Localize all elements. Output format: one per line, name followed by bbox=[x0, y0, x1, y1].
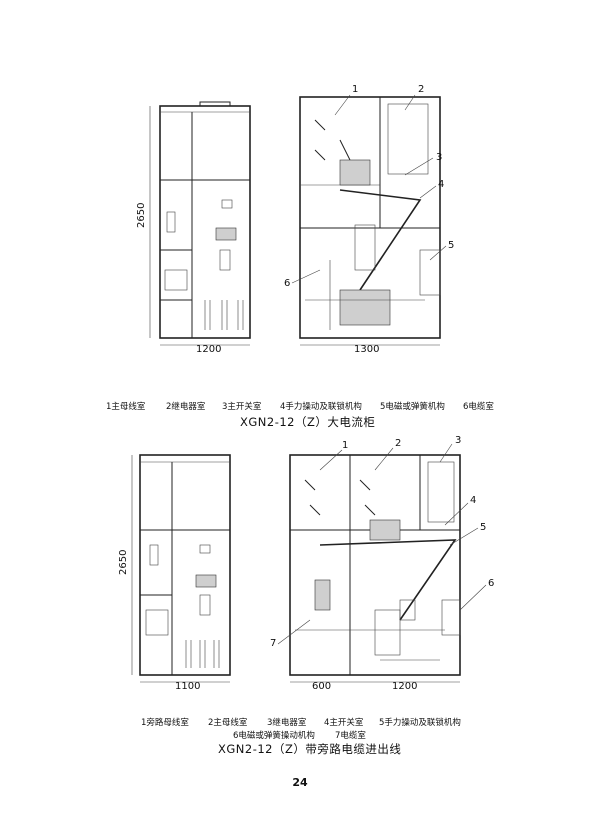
fig2-width-dim: 1100 bbox=[175, 681, 200, 692]
fig2-callouts: 1 2 3 4 5 6 7 bbox=[270, 435, 494, 649]
fig1-legend-2: 2继电器室 bbox=[166, 402, 206, 412]
svg-text:1: 1 bbox=[352, 84, 358, 95]
fig1-depth-dim: 1300 bbox=[354, 344, 379, 355]
svg-text:4: 4 bbox=[470, 495, 476, 506]
fig2-legend-6: 6电磁或弹簧操动机构 bbox=[233, 731, 315, 741]
fig1-legend-3: 3主开关室 bbox=[222, 402, 262, 412]
fig2-side-view bbox=[289, 454, 461, 683]
fig2-legend-5: 5手力操动及联锁机构 bbox=[379, 718, 461, 728]
fig1-legend-6: 6电缆室 bbox=[463, 402, 494, 412]
svg-text:2: 2 bbox=[395, 438, 401, 449]
fig1-legend-1: 1主母线室 bbox=[106, 402, 146, 412]
svg-text:1: 1 bbox=[342, 440, 348, 451]
fig2-title: XGN2-12（Z）带旁路电缆进出线 bbox=[218, 742, 402, 756]
fig1-title: XGN2-12（Z）大电流柜 bbox=[240, 415, 376, 429]
fig2-legend-1: 1旁路母线室 bbox=[141, 718, 189, 728]
fig1-width-dim: 1200 bbox=[196, 344, 221, 355]
page-number: 24 bbox=[292, 776, 308, 789]
fig1-legend-4: 4手力操动及联锁机构 bbox=[280, 402, 362, 412]
fig2-legend-2: 2主母线室 bbox=[208, 718, 248, 728]
fig1-height-dim: 2650 bbox=[136, 203, 147, 228]
svg-text:6: 6 bbox=[284, 278, 290, 289]
fig2-right-dim: 1200 bbox=[392, 681, 417, 692]
fig2-left-dim: 600 bbox=[312, 681, 331, 692]
svg-text:2: 2 bbox=[418, 84, 424, 95]
svg-text:4: 4 bbox=[438, 179, 444, 190]
svg-text:3: 3 bbox=[436, 152, 442, 163]
svg-text:6: 6 bbox=[488, 578, 494, 589]
fig2-legend-4: 4主开关室 bbox=[324, 718, 364, 728]
fig2-front-view bbox=[131, 454, 231, 683]
fig1-callouts: 1 2 3 4 5 6 bbox=[284, 84, 454, 289]
svg-text:7: 7 bbox=[270, 638, 276, 649]
svg-text:3: 3 bbox=[455, 435, 461, 446]
svg-text:5: 5 bbox=[448, 240, 454, 251]
fig1-legend-5: 5电磁或弹簧机构 bbox=[380, 402, 445, 412]
fig1-front-view bbox=[149, 101, 251, 346]
svg-text:5: 5 bbox=[480, 522, 486, 533]
fig2-legend-3: 3继电器室 bbox=[267, 718, 307, 728]
fig2-height-dim: 2650 bbox=[118, 550, 129, 575]
fig1-side-view bbox=[299, 96, 441, 346]
fig2-legend-7: 7电缆室 bbox=[335, 731, 366, 741]
